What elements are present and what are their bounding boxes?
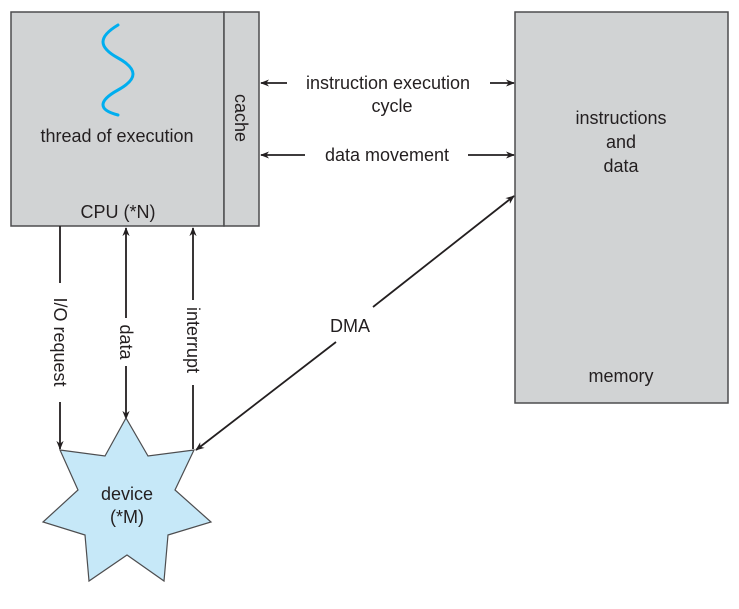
device-label-line1: device — [101, 484, 153, 504]
instruction-cycle-label-line1: instruction execution — [306, 73, 470, 93]
cpu-box: thread of execution CPU (*N) cache — [10, 11, 260, 227]
memory-box: instructions and data memory — [514, 11, 729, 404]
device-star-icon — [41, 416, 213, 583]
thread-wave-icon — [101, 23, 135, 117]
data-label: data — [116, 324, 136, 360]
io-request-arrow: I/O request — [50, 226, 70, 450]
data-movement-label: data movement — [325, 145, 449, 165]
cache-block — [223, 11, 260, 227]
data-movement-arrow: data movement — [260, 145, 515, 165]
memory-label: memory — [588, 366, 653, 386]
memory-body — [514, 11, 729, 404]
data-arrow: data — [116, 227, 136, 420]
memory-contents-line1: instructions — [575, 108, 666, 128]
cache-label: cache — [231, 94, 251, 142]
device-node: device (*M) — [41, 416, 213, 583]
memory-contents-line2: and — [606, 132, 636, 152]
thread-label: thread of execution — [40, 126, 193, 146]
device-label-line2: (*M) — [110, 507, 144, 527]
instruction-cycle-label-line2: cycle — [371, 96, 412, 116]
cpu-label: CPU (*N) — [81, 202, 156, 222]
memory-contents-line3: data — [603, 156, 639, 176]
instruction-cycle-arrow: instruction execution cycle — [260, 73, 515, 116]
interrupt-arrow: interrupt — [183, 227, 203, 449]
io-request-label: I/O request — [50, 297, 70, 386]
dma-label: DMA — [330, 316, 370, 336]
interrupt-label: interrupt — [183, 307, 203, 373]
cpu-body — [10, 11, 225, 227]
dma-arrow: DMA — [195, 195, 515, 451]
